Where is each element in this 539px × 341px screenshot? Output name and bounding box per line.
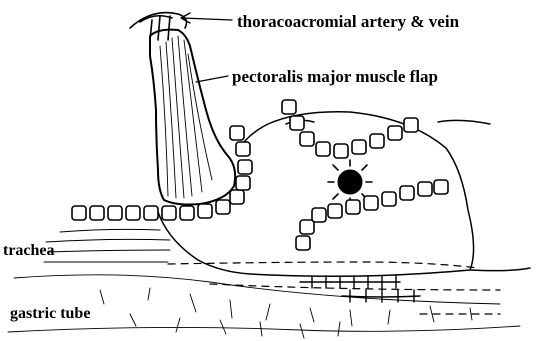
label-gastric-tube: gastric tube [10,305,90,322]
skin-outline [158,112,530,277]
suture-chain-upper [282,100,418,158]
label-vessels: thoracoacromial artery & vein [237,12,460,31]
suture-chain-right [296,180,448,250]
trachea-lines [44,229,170,262]
label-trachea: trachea [3,242,55,259]
suture-chain-left [72,126,252,220]
label-muscle-flap: pectoralis major muscle flap [232,67,438,86]
dashed-incisions [168,262,500,314]
flap-leader-line [196,76,228,82]
vessel-leader-arrow [181,13,232,23]
muscle-flap [150,30,235,205]
